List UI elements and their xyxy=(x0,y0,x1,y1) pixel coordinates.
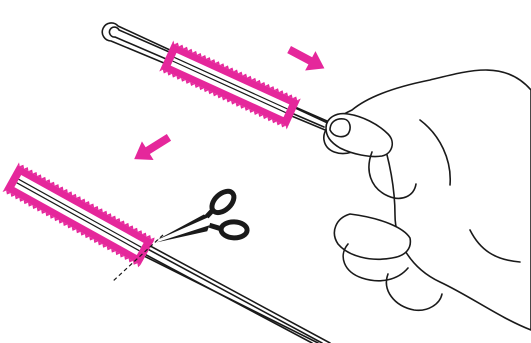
arrow-down-left-icon xyxy=(128,128,174,168)
hand-palm xyxy=(324,70,531,330)
hand-icon xyxy=(324,70,531,330)
top-tape xyxy=(159,41,300,130)
arrow-down-right-icon xyxy=(284,40,330,78)
scissors-handle-lower xyxy=(221,221,248,238)
scissors-pivot xyxy=(203,220,208,225)
bottom-tape xyxy=(3,162,156,267)
top-tape-inner-window xyxy=(171,53,290,117)
